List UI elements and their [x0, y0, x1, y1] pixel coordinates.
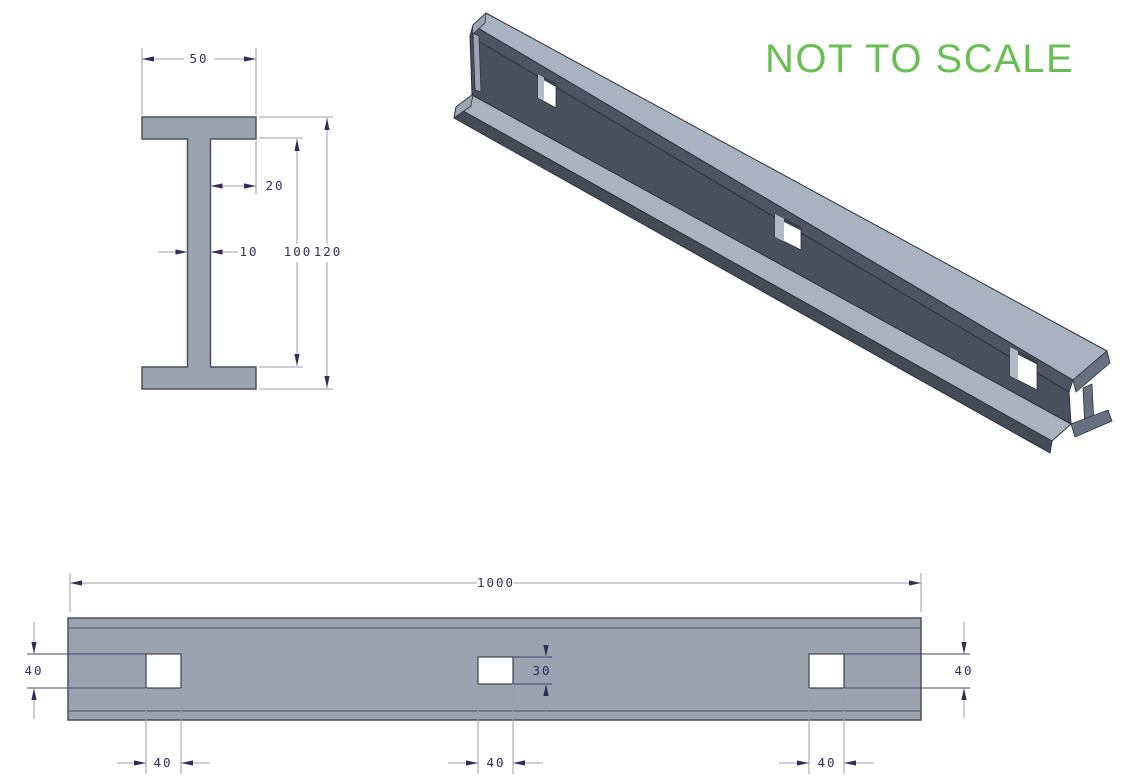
side-hole-middle	[477, 656, 514, 685]
dim-label-web-height: 100	[284, 244, 313, 259]
hole-left-bevel	[775, 214, 784, 242]
dim-label-overall-length: 1000	[477, 575, 515, 590]
dim-label-left-hole-height: 40	[24, 663, 43, 678]
cross-section-view: 50 20 10 100 120	[141, 48, 343, 390]
dim-label-web-thickness: 10	[239, 244, 258, 259]
top-flange-right-end-face	[1072, 350, 1111, 393]
bottom-flange-top-face	[455, 94, 1072, 442]
dim-label-right-hole-height: 40	[954, 663, 973, 678]
i-beam-section-profile	[141, 116, 257, 390]
dim-label-overall-height: 120	[314, 244, 343, 259]
hole-left-bevel	[538, 74, 544, 101]
dim-label-middle-hole-height: 30	[532, 663, 551, 678]
side-hole-left	[145, 653, 182, 689]
web-left-end-face	[472, 32, 482, 93]
isometric-view	[453, 12, 1113, 454]
web-front-face	[469, 35, 1072, 425]
web-hole-middle	[774, 213, 802, 251]
bottom-flange-left-end-face	[453, 93, 474, 119]
side-elevation-view: 1000 40 30 40 40 40	[24, 573, 973, 774]
dim-label-flange-lip: 20	[265, 178, 284, 193]
dim-label-middle-hole-width: 40	[486, 755, 505, 770]
side-hole-right	[808, 653, 845, 689]
dim-label-left-hole-width: 40	[153, 755, 172, 770]
web-hole-right	[1009, 346, 1038, 391]
top-flange-left-end-face	[471, 12, 487, 36]
dim-label-right-hole-width: 40	[817, 755, 836, 770]
dim-label-flange-width: 50	[189, 51, 208, 66]
bottom-flange-right-end-face	[1070, 409, 1113, 438]
web-hole-left	[537, 73, 557, 109]
hole-left-bevel	[1010, 347, 1018, 380]
not-to-scale-label: NOT TO SCALE	[765, 37, 1074, 81]
